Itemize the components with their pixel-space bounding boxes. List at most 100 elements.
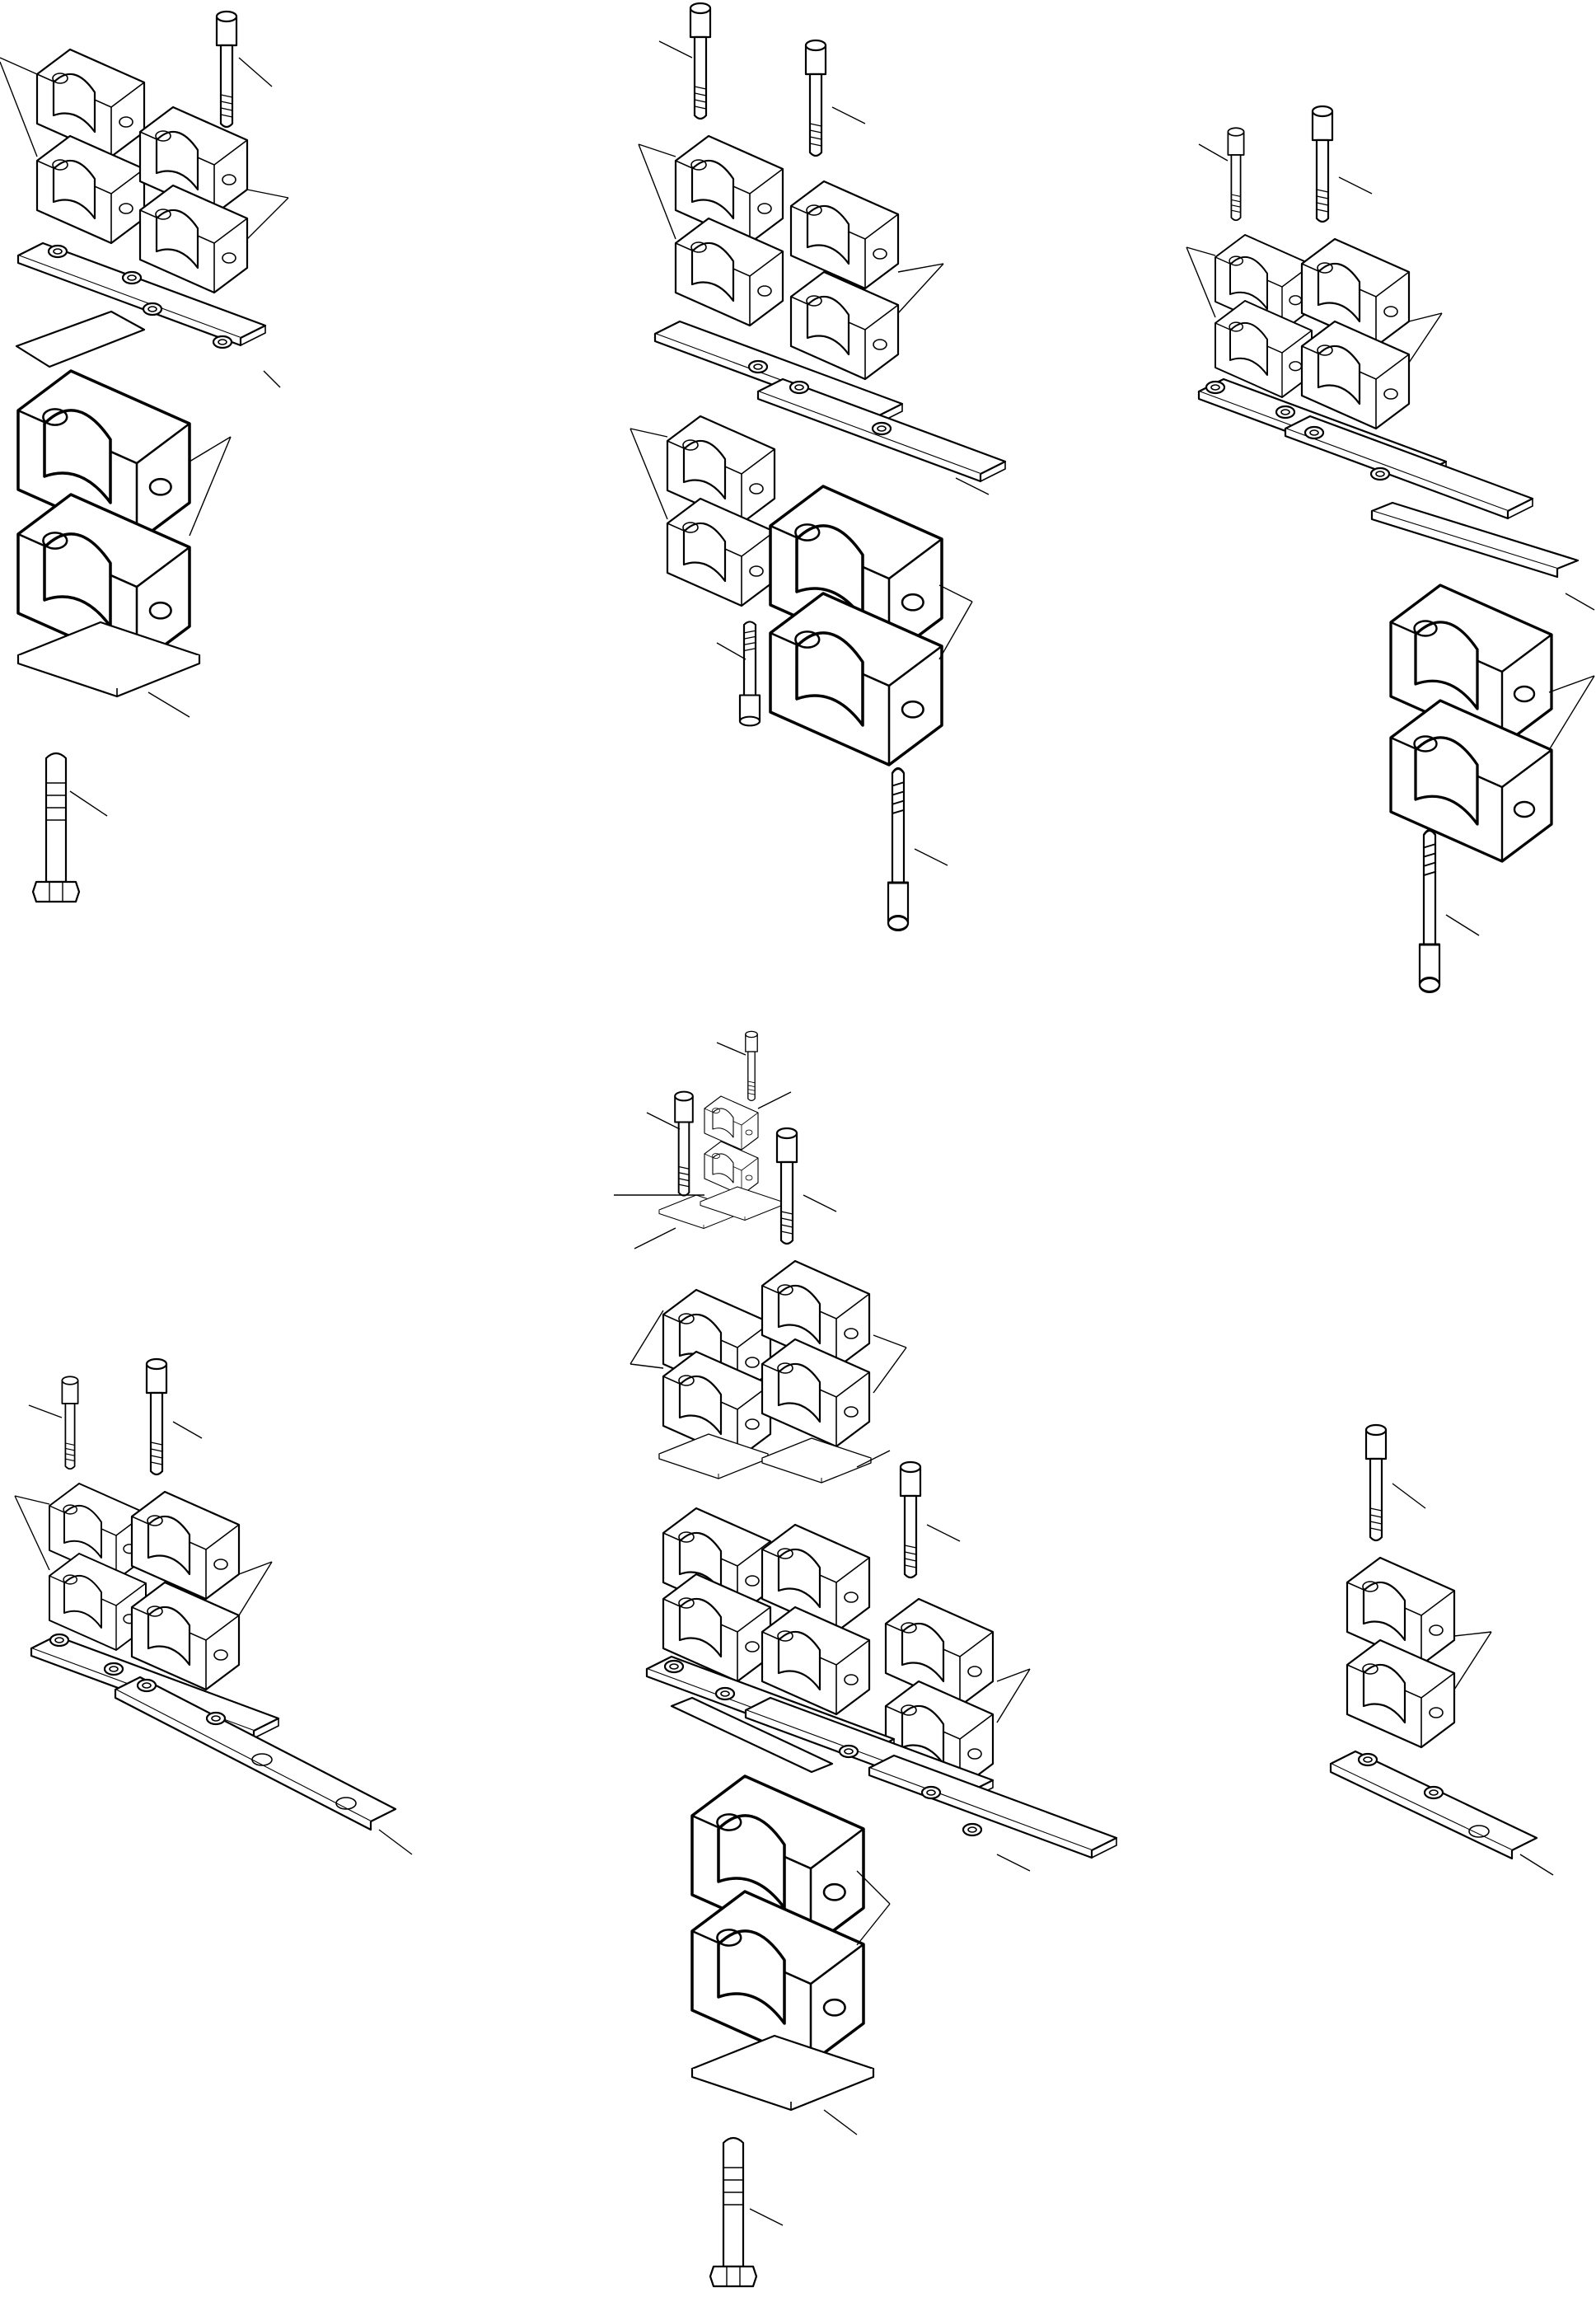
clamp-assembly-1: [0, 10, 289, 903]
nut: [1275, 405, 1296, 420]
leader-line: [614, 1194, 704, 1249]
nut: [49, 1633, 70, 1648]
leader-line: [856, 1870, 891, 1946]
bottom-clamp-half: [1300, 320, 1411, 430]
hex-head-bolt: [674, 1090, 694, 1197]
mini-clamp-bottom: [704, 1141, 759, 1196]
clamp-assembly-2: [630, 2, 1007, 931]
top-clamp-half: [35, 48, 146, 158]
leader-line: [1392, 1483, 1426, 1509]
clamp-assembly-5: [614, 1030, 1118, 2288]
bottom-clamp-half: [666, 497, 776, 607]
cap-screw: [61, 1376, 79, 1470]
cap-screw: [775, 1127, 798, 1245]
base-plate: [690, 2034, 875, 2112]
leader-line: [749, 2208, 784, 2226]
leader-line: [938, 584, 973, 660]
bottom-clamp-half: [35, 134, 146, 245]
leader-line: [996, 1668, 1031, 1723]
leader-line: [630, 428, 668, 520]
leader-line: [757, 1091, 792, 1109]
nut: [103, 1662, 124, 1676]
leader-line: [0, 57, 38, 157]
rail-plate: [868, 1754, 1118, 1859]
leader-line: [630, 1310, 907, 1394]
small-bolt: [745, 1030, 758, 1102]
bottom-clamp-half: [1346, 1638, 1456, 1749]
cap-screw: [1311, 105, 1334, 223]
long-bolt: [887, 766, 910, 931]
short-plate: [1329, 1750, 1538, 1852]
nut: [121, 270, 143, 285]
cap-screw: [804, 39, 827, 157]
short-plate: [1329, 1764, 1514, 1860]
nut: [1205, 380, 1226, 395]
leader-line: [646, 1042, 747, 1130]
leader-line: [1198, 143, 1373, 195]
leader-line: [856, 1450, 891, 1468]
cap-screw: [215, 10, 238, 129]
cap-screw: [899, 1460, 922, 1579]
nut: [1369, 466, 1391, 481]
clamp-assembly-3: [1186, 105, 1595, 993]
plate-hole: [335, 1797, 357, 1810]
bottom-clamp-half: [674, 217, 784, 327]
leader-line: [14, 1495, 273, 1616]
nut: [1303, 425, 1325, 440]
leader-line: [1565, 593, 1595, 611]
nut: [714, 1686, 736, 1701]
leader-line: [823, 2109, 858, 2135]
cap-screw: [689, 2, 712, 120]
extension-rail: [1370, 501, 1580, 570]
leader-line: [147, 691, 190, 718]
nut: [47, 244, 68, 259]
nut: [136, 1678, 157, 1693]
leader-line: [28, 1404, 203, 1439]
small-bolt: [738, 621, 761, 727]
spacer-plate: [761, 1437, 872, 1484]
nut: [871, 421, 892, 436]
leader-line: [716, 642, 747, 660]
nut: [789, 380, 810, 395]
leader-line: [803, 1194, 837, 1212]
long-bolt: [1418, 828, 1441, 993]
leader-line: [1445, 914, 1480, 936]
nut: [920, 1785, 942, 1800]
hex-bolt: [31, 752, 81, 903]
nut: [1357, 1752, 1378, 1767]
extension-plate: [114, 1690, 372, 1831]
top-clamp-half: [789, 180, 900, 290]
plate-hole: [251, 1753, 273, 1766]
leader-line: [238, 57, 273, 87]
mini-clamp-top: [704, 1095, 759, 1151]
leader-line: [1548, 675, 1595, 751]
cover-plate: [15, 310, 146, 368]
nut: [747, 359, 769, 374]
lower-rail: [670, 1696, 834, 1774]
hex-bolt: [709, 2136, 758, 2288]
leader-line: [1453, 1631, 1492, 1690]
cap-screw: [1227, 127, 1245, 222]
nut: [962, 1822, 983, 1837]
leader-line: [914, 848, 948, 866]
extension-rail: [1370, 511, 1559, 579]
leader-line: [996, 1854, 1031, 1872]
leader-line: [638, 143, 944, 314]
cap-screw: [1364, 1423, 1388, 1542]
leader-line: [1186, 246, 1443, 363]
leader-line: [263, 370, 281, 388]
clamp-assembly-4: [14, 1357, 413, 1855]
leader-line: [1519, 1854, 1554, 1876]
plate-hole: [1468, 1825, 1490, 1838]
nut: [838, 1744, 859, 1759]
bottom-clamp-half: [789, 270, 900, 381]
top-clamp-half: [130, 1490, 241, 1601]
nut: [1423, 1785, 1444, 1800]
leader-line: [189, 436, 232, 537]
nut: [663, 1659, 685, 1674]
nut: [142, 302, 163, 316]
clamp-assembly-6: [1329, 1423, 1554, 1876]
nut: [205, 1711, 227, 1726]
leader-line: [246, 189, 289, 240]
